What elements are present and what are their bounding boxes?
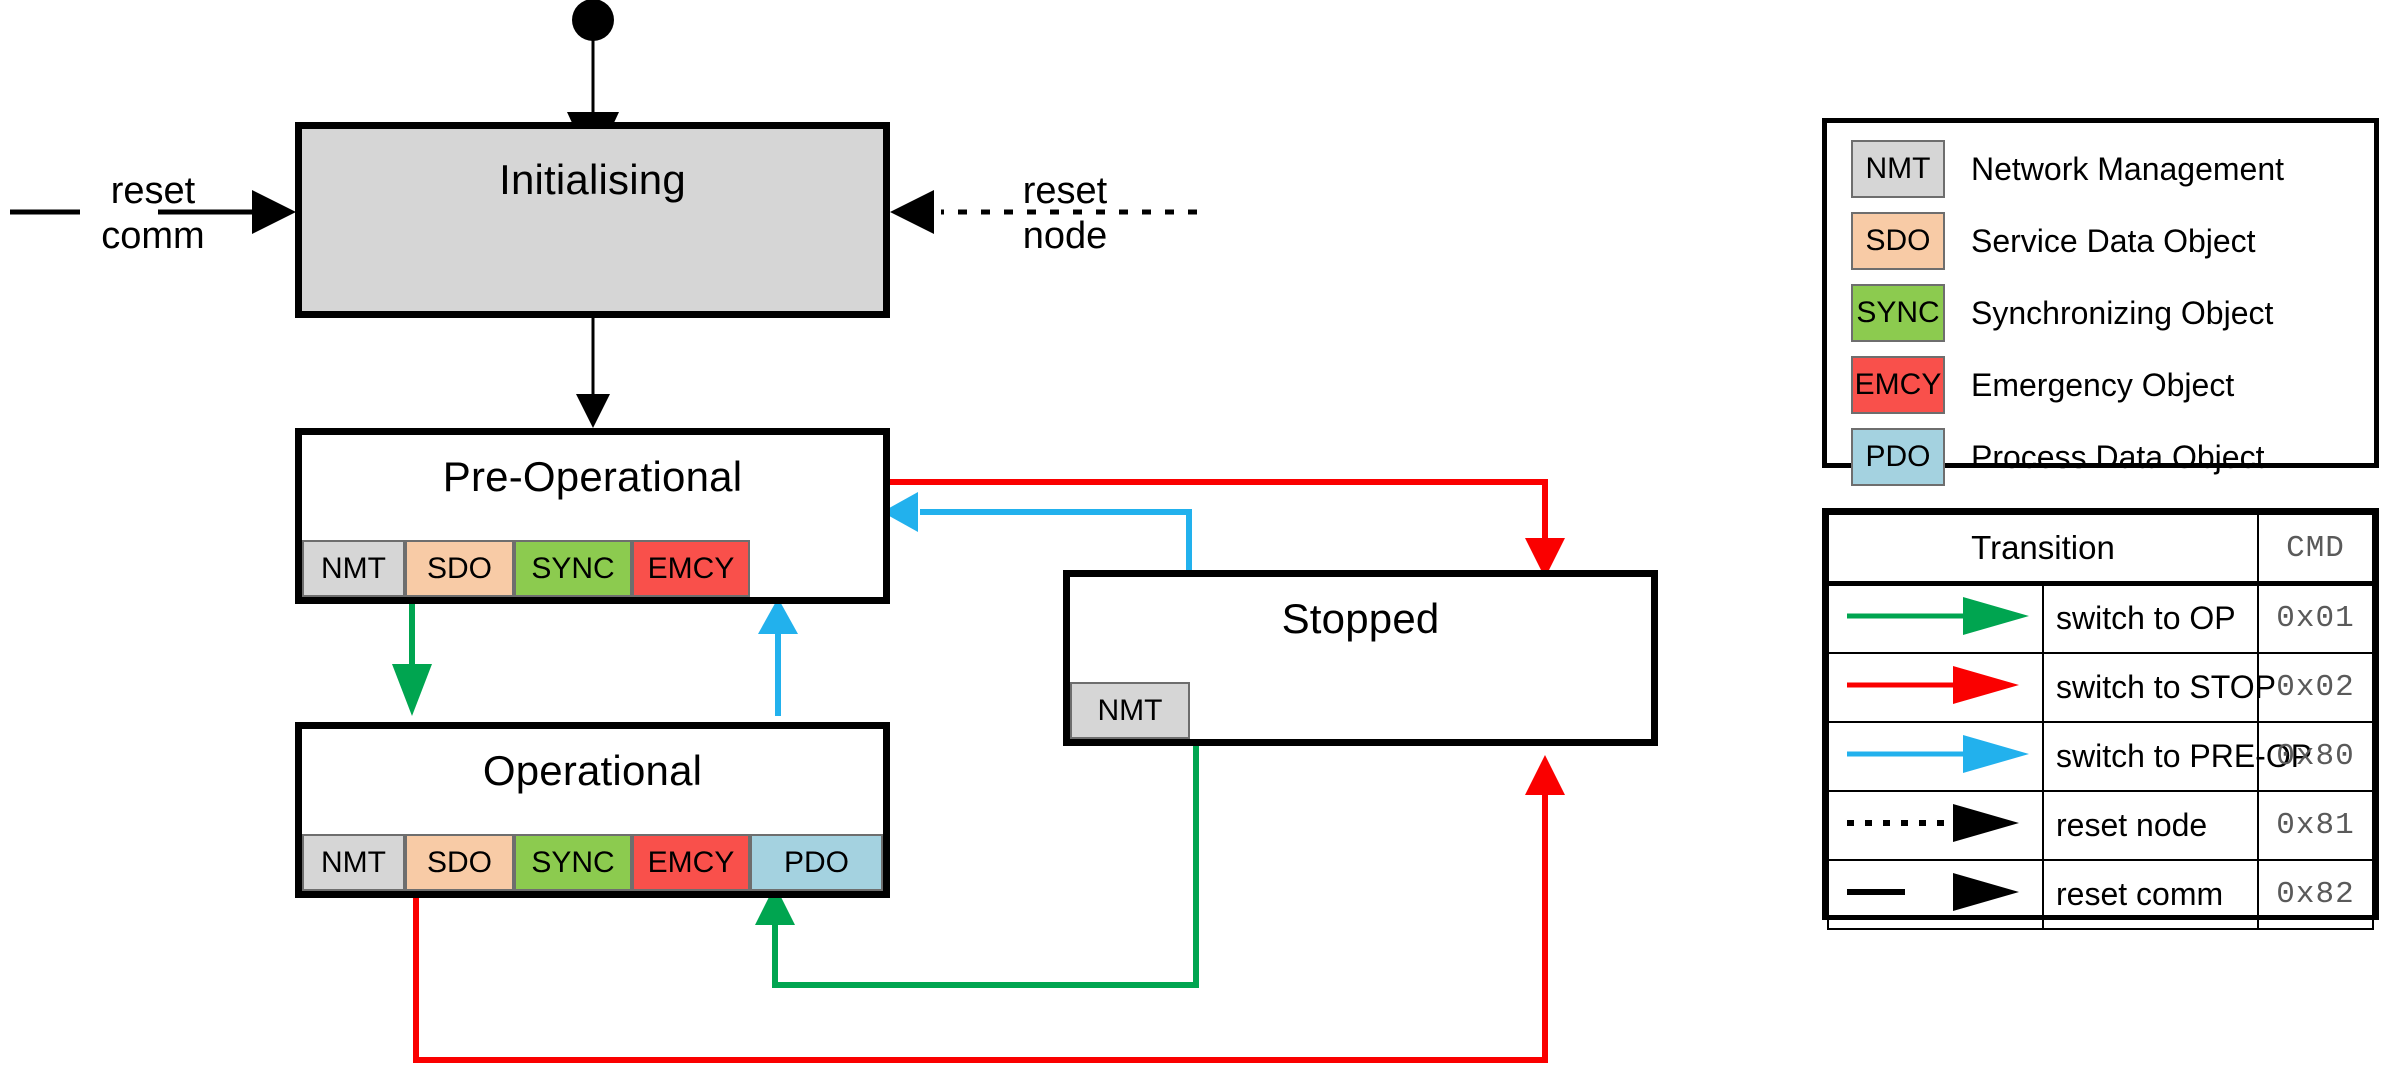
transition-row-switch-to-pre-op[interactable]: switch to PRE-OP 0x80 <box>1827 720 2374 792</box>
legend-label-pdo: Process Data Object <box>1971 439 2265 475</box>
legend-item-nmt: NMT Network Management <box>1827 133 2374 205</box>
legend-chip-nmt: NMT <box>1851 140 1945 198</box>
reset-node-line2: node <box>1022 214 1108 257</box>
operational-services: NMT SDO SYNC EMCY PDO <box>302 834 883 891</box>
reset-comm-line1: reset <box>110 170 196 212</box>
legend-label-sdo: Service Data Object <box>1971 223 2256 259</box>
badge-nmt: NMT <box>302 540 405 597</box>
op-to-stopped-line <box>413 790 1548 1063</box>
op-to-stopped-arrowhead <box>1525 755 1565 795</box>
transition-sample-switch-to-op <box>1827 582 2044 654</box>
stopped-services: NMT <box>1070 682 1190 739</box>
transition-sample-reset-comm <box>1827 858 2044 930</box>
transition-row-switch-to-stop[interactable]: switch to STOP 0x02 <box>1827 651 2374 723</box>
stopped-to-preop-arrowhead <box>882 492 918 532</box>
legend-label-sync: Synchronizing Object <box>1971 295 2274 331</box>
state-initialising-label: Initialising <box>499 156 686 203</box>
legend-chip-pdo: PDO <box>1851 428 1945 486</box>
arrow-sample-green <box>1847 597 2029 636</box>
edge-label-reset-comm: reset comm <box>58 172 248 256</box>
reset-comm-line2: comm <box>101 214 205 257</box>
reset-node-line1: reset <box>1022 170 1108 212</box>
transition-cmd-reset-node: 0x81 <box>2257 789 2374 861</box>
badge-sync: SYNC <box>514 540 632 597</box>
badge-sync: SYNC <box>514 834 632 891</box>
transition-cmd-switch-to-op: 0x01 <box>2257 582 2374 654</box>
transitions-table-panel: Transition CMD switch to OP 0x01 <box>1822 508 2379 930</box>
legend-label-emcy: Emergency Object <box>1971 367 2235 403</box>
init-to-preop-arrowhead <box>576 394 610 428</box>
badge-nmt: NMT <box>302 834 405 891</box>
transition-cmd-switch-to-stop: 0x02 <box>2257 651 2374 723</box>
pre-operational-services: NMT SDO SYNC EMCY <box>302 540 750 597</box>
badge-pdo: PDO <box>750 834 883 891</box>
legend-panel: NMT Network Management SDO Service Data … <box>1822 118 2379 486</box>
transition-label-switch-to-stop: switch to STOP <box>2042 651 2276 723</box>
transition-row-reset-comm[interactable]: reset comm 0x82 <box>1827 858 2374 930</box>
state-operational[interactable]: Operational NMT SDO SYNC EMCY PDO <box>295 722 890 898</box>
preop-to-stopped-line <box>889 479 1548 540</box>
badge-sdo: SDO <box>405 834 514 891</box>
state-operational-label: Operational <box>482 747 703 794</box>
transition-label-switch-to-op: switch to OP <box>2042 582 2259 654</box>
badge-sdo: SDO <box>405 540 514 597</box>
state-pre-operational-label: Pre-Operational <box>442 453 743 500</box>
stopped-to-preop-line <box>920 509 1192 572</box>
arrow-sample-dashed <box>1847 872 2019 911</box>
legend-chip-sdo: SDO <box>1851 212 1945 270</box>
transition-sample-switch-to-pre-op <box>1827 720 2044 792</box>
transition-label-reset-node: reset node <box>2042 789 2259 861</box>
legend-item-sdo: SDO Service Data Object <box>1827 205 2374 277</box>
transition-cmd-reset-comm: 0x82 <box>2257 858 2374 930</box>
transition-label-reset-comm: reset comm <box>2042 858 2259 930</box>
transitions-header-cmd: CMD <box>2257 513 2374 586</box>
transition-sample-reset-node <box>1827 789 2044 861</box>
reset-node-arrowhead <box>890 190 934 234</box>
start-node-circle <box>572 0 614 41</box>
transitions-header-row: Transition CMD <box>1827 513 2374 586</box>
arrow-sample-dotted <box>1847 803 2019 842</box>
arrow-sample-blue <box>1847 734 2029 773</box>
legend-label-nmt: Network Management <box>1971 151 2285 187</box>
badge-emcy: EMCY <box>632 834 750 891</box>
legend-chip-sync: SYNC <box>1851 284 1945 342</box>
arrow-sample-red <box>1847 665 2019 704</box>
transitions-header-transition: Transition <box>1827 513 2259 586</box>
legend-item-emcy: EMCY Emergency Object <box>1827 349 2374 421</box>
legend-item-sync: SYNC Synchronizing Object <box>1827 277 2374 349</box>
transitions-table: Transition CMD switch to OP 0x01 <box>1827 513 2374 930</box>
legend-chip-emcy: EMCY <box>1851 356 1945 414</box>
legend-item-pdo: PDO Process Data Object <box>1827 421 2374 493</box>
stopped-to-op-line <box>772 745 1199 988</box>
transition-sample-switch-to-stop <box>1827 651 2044 723</box>
reset-comm-arrowhead <box>252 190 296 234</box>
state-pre-operational[interactable]: Pre-Operational NMT SDO SYNC EMCY <box>295 428 890 604</box>
op-to-preop-arrowhead <box>758 598 798 634</box>
transition-row-reset-node[interactable]: reset node 0x81 <box>1827 789 2374 861</box>
badge-nmt: NMT <box>1070 682 1190 739</box>
state-stopped-label: Stopped <box>1281 595 1440 642</box>
preop-to-op-arrowhead <box>392 664 432 716</box>
state-stopped[interactable]: Stopped NMT <box>1063 570 1658 746</box>
preop-to-stopped-arrowhead <box>1525 538 1565 578</box>
state-initialising[interactable]: Initialising <box>295 122 890 318</box>
edge-label-reset-node: reset node <box>970 172 1160 256</box>
badge-emcy: EMCY <box>632 540 750 597</box>
transition-row-switch-to-op[interactable]: switch to OP 0x01 <box>1827 582 2374 654</box>
transition-label-switch-to-pre-op: switch to PRE-OP <box>2042 720 2312 792</box>
stopped-to-op-arrowhead <box>755 885 795 925</box>
transition-cmd-switch-to-pre-op: 0x80 <box>2257 720 2374 792</box>
